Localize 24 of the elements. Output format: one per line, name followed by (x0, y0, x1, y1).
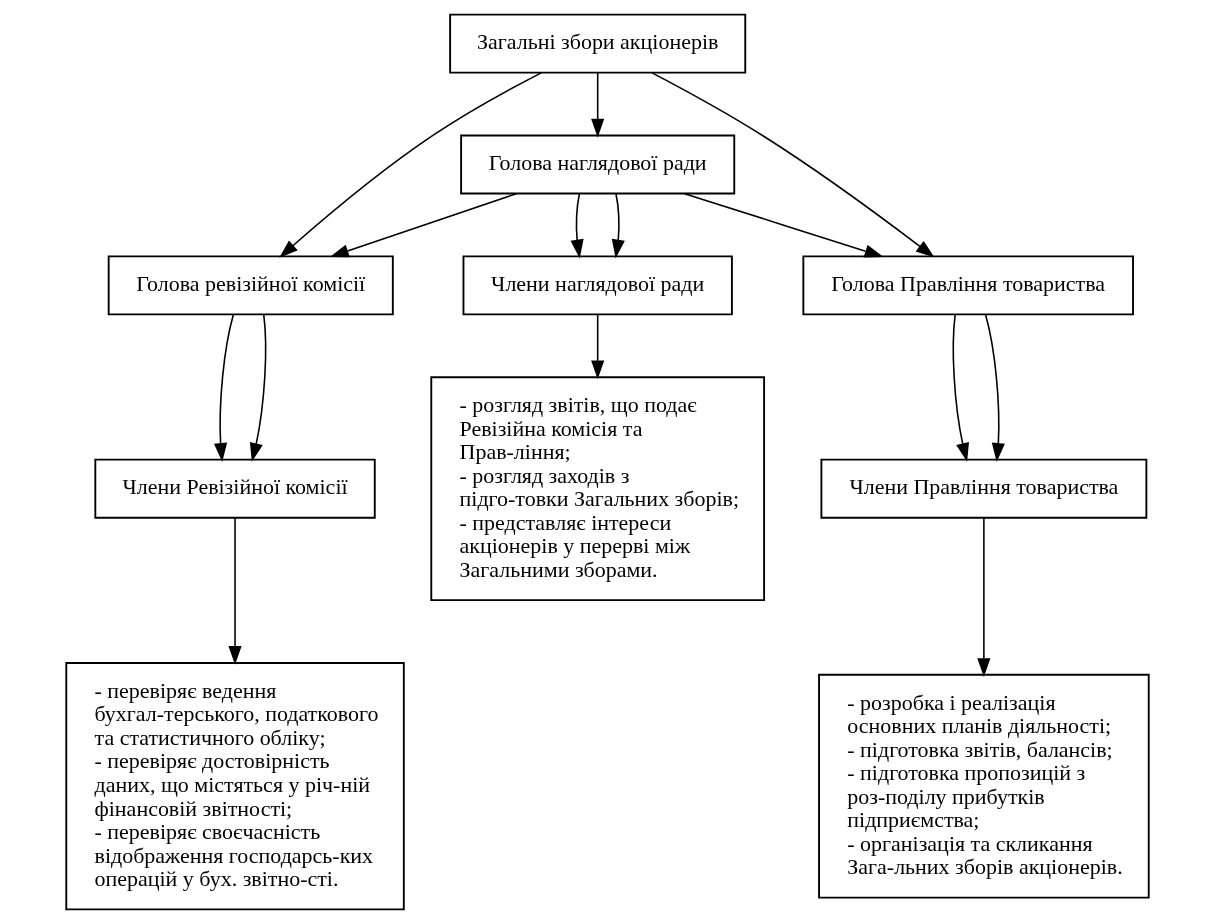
node-box: - розгляд звітів, що подає Ревізійна комісія та Прав-ління; - розгляд заходів з підго-товки Загальних зборів; - представляє інтереси акціонерів у перерві між Загальними зборами. (430, 376, 766, 602)
node-box: - перевіряє ведення бухгал-терського, податкового та статистичного обліку; - перевіряє достовірність даних, що містяться у річ-ній фінансовій звітності; - перевіряє своєчасність відображення господарсь-ких операцій у бух. звітно-сті. (65, 662, 405, 911)
node-box: Члени наглядової ради (462, 255, 733, 316)
node-box: Члени Ревізійної комісії (94, 458, 376, 519)
arrow (279, 72, 543, 258)
arrow (591, 314, 605, 380)
arrow (651, 72, 935, 258)
node-box: Голова Правління товариства (802, 255, 1134, 316)
node-box: - розробка і реалізація основних планів діяльності; - підготовка звітів, балансів; - підготовка пропозицій з роз-поділу прибутків підприємства; - організація та скликання Зага-льних зборів акціонерів. (818, 673, 1150, 899)
arrow (977, 517, 991, 678)
node-box: Члени Правління товариства (820, 458, 1148, 519)
arrow (952, 314, 969, 462)
arrow (683, 192, 884, 258)
node-box: Голова ревізійної комісії (107, 255, 394, 316)
node-box: Загальні збори акціонерів (449, 13, 747, 74)
arrow (214, 314, 235, 462)
arrow (984, 314, 1005, 462)
arrow (570, 193, 584, 259)
arrow (228, 517, 242, 665)
arrow (249, 314, 267, 462)
node-box: Голова наглядової ради (460, 134, 736, 195)
arrow (329, 192, 518, 258)
arrow (591, 72, 605, 138)
arrow (611, 193, 625, 259)
